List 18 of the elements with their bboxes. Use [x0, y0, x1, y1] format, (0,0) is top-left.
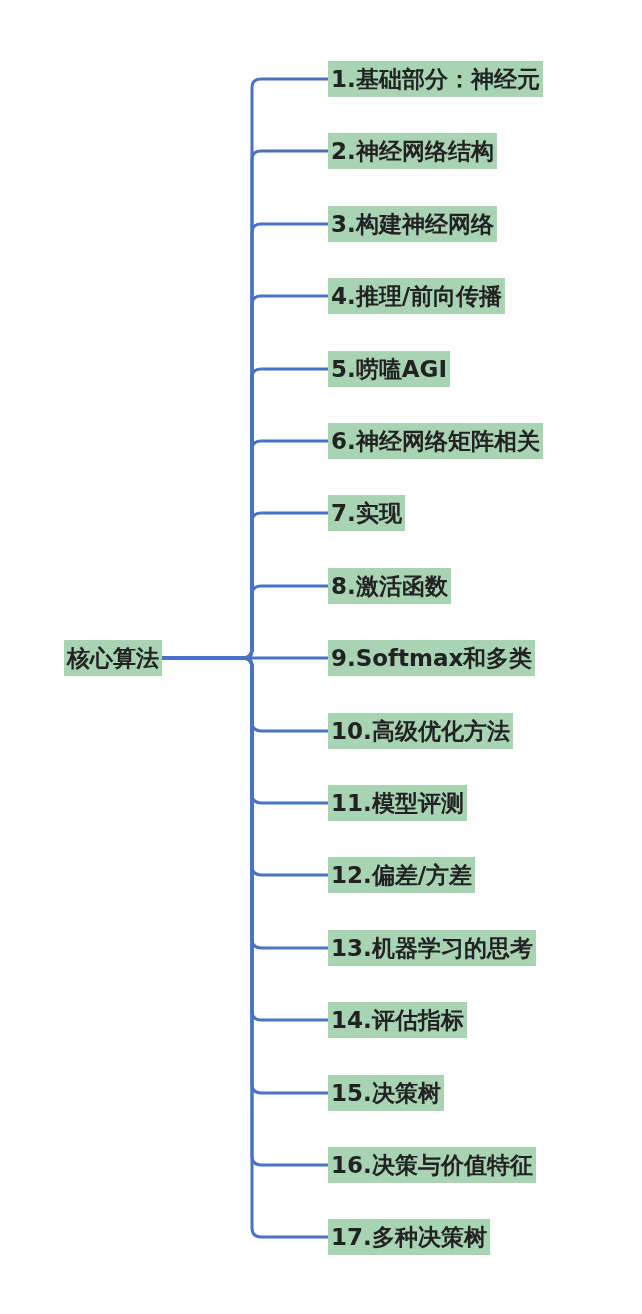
topic-box: 4.推理/前向传播	[328, 278, 506, 315]
topic-box: 1.基础部分：神经元	[328, 61, 543, 97]
topic-box: 8.激活函数	[328, 567, 451, 604]
topic-box: 3.构建神经网络	[328, 205, 497, 242]
topic-box: 16.决策与价值特征	[328, 1147, 536, 1183]
topic-box: 15.决策树	[328, 1074, 444, 1111]
topic-box: 14.评估指标	[328, 1002, 467, 1039]
root-topic-box: 核心算法	[64, 640, 162, 676]
topic-box: 6.神经网络矩阵相关	[328, 423, 543, 459]
topic-box: 10.高级优化方法	[328, 712, 513, 749]
topic-box: 2.神经网络结构	[328, 133, 497, 170]
topic-box: 12.偏差/方差	[328, 857, 476, 894]
topic-box: 17.多种决策树	[328, 1219, 490, 1256]
topic-box: 9.Softmax和多类	[328, 640, 536, 677]
topic-box: 7.实现	[328, 495, 405, 532]
topic-box: 13.机器学习的思考	[328, 929, 536, 966]
topic-box: 5.唠嗑AGI	[328, 350, 450, 387]
topic-box: 11.模型评测	[328, 785, 467, 821]
